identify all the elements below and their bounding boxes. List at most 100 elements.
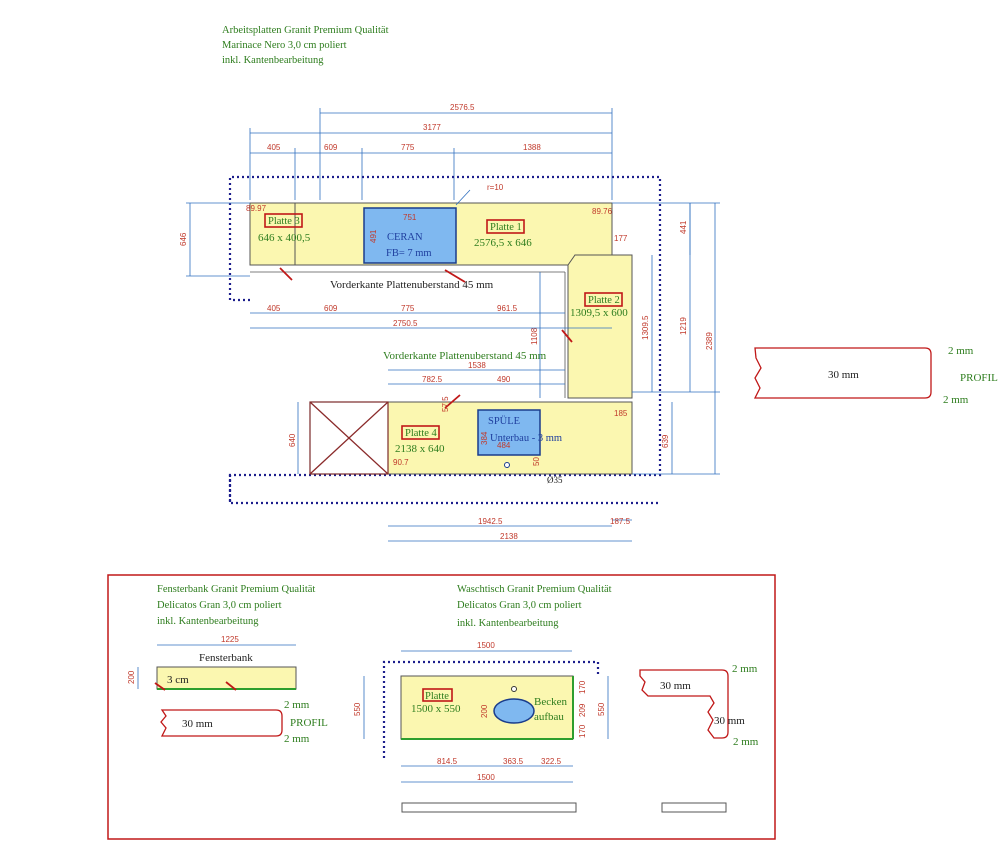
radius-leader xyxy=(455,189,471,206)
angle-89-76: 89.76 xyxy=(592,207,613,216)
waschtisch-dim-550-right: 550 xyxy=(597,702,606,716)
dim-751: 751 xyxy=(403,213,417,222)
waschtisch-dim-200: 200 xyxy=(480,704,489,718)
dim-405: 405 xyxy=(267,143,281,152)
waschtisch-dim-209: 209 xyxy=(578,703,587,717)
right-dimension-lines xyxy=(612,202,720,475)
plate-3-size: 646 x 400,5 xyxy=(258,232,311,244)
angle-89-97: 89.97 xyxy=(246,204,267,213)
fensterbank-profile-label: PROFIL xyxy=(290,717,328,729)
profile-thickness: 30 mm xyxy=(828,369,859,381)
waschtisch-basin-label: Becken xyxy=(534,696,567,708)
ceran-note: FB= 7 mm xyxy=(386,248,432,259)
plate-3-tag-box xyxy=(264,213,303,228)
dim-50: 50 xyxy=(532,457,541,466)
waschtisch-dim-322-5: 322.5 xyxy=(541,757,562,766)
profile-label: PROFIL xyxy=(960,372,998,384)
fensterbank-edge-note: inkl. Kantenbearbeitung xyxy=(157,616,259,627)
ceran-cooktop xyxy=(363,207,457,264)
dim-57-5: 57.5 xyxy=(441,396,450,412)
fensterbank-label: Fensterbank xyxy=(199,652,253,664)
mid-dimension-lines xyxy=(250,312,632,542)
plate-1-size: 2576,5 x 646 xyxy=(474,237,532,249)
waschtisch-title: Waschtisch Granit Premium Qualität xyxy=(457,584,612,595)
waschtisch-dim-814-5: 814.5 xyxy=(437,757,458,766)
tap-hole xyxy=(504,462,510,468)
dim-1942-5: 1942.5 xyxy=(478,517,503,526)
plate-4-tag-box xyxy=(401,425,440,440)
fensterbank-thickness: 3 cm xyxy=(167,674,189,686)
dim-1108: 1108 xyxy=(530,327,539,345)
front-overhang-note-1: Vorderkante Plattenuberstand 45 mm xyxy=(330,279,494,291)
profile-radius-bottom: 2 mm xyxy=(943,394,969,406)
waschtisch-tag: Platte xyxy=(425,691,449,702)
dim-441: 441 xyxy=(679,220,688,234)
dim-490: 490 xyxy=(497,375,511,384)
waschtisch-dim-170-bottom: 170 xyxy=(578,724,587,738)
dim-491: 491 xyxy=(369,229,378,243)
edge-strip-long xyxy=(401,802,577,813)
angle-90-7: 90.7 xyxy=(393,458,409,467)
dim-1538: 1538 xyxy=(468,361,486,370)
dim-187-5: 187.5 xyxy=(610,517,631,526)
fensterbank-mark-mid xyxy=(225,681,237,691)
fensterbank-dim-1225: 1225 xyxy=(221,635,239,644)
dim-961-5: 961.5 xyxy=(497,304,518,313)
waschtisch-dim-170-top: 170 xyxy=(578,680,587,694)
waschtisch-dim-550-left: 550 xyxy=(353,702,362,716)
fensterbank-dim-200: 200 xyxy=(127,670,136,684)
dim-185: 185 xyxy=(614,409,628,418)
waschtisch-dim-363-5: 363.5 xyxy=(503,757,524,766)
dim-775: 775 xyxy=(401,143,415,152)
waschtisch-basin-note: aufbau xyxy=(534,711,564,723)
plate-4-tag: Platte 4 xyxy=(405,428,438,439)
profile-radius-top: 2 mm xyxy=(948,345,974,357)
fensterbank-title: Fensterbank Granit Premium Qualität xyxy=(157,584,315,595)
appliance-cross-b xyxy=(309,401,389,475)
waschtisch-wall-outline xyxy=(382,660,600,758)
plate-2-tag: Platte 2 xyxy=(588,295,620,306)
waschtisch-edge-note: inkl. Kantenbearbeitung xyxy=(457,618,559,629)
plate-4-size: 2138 x 640 xyxy=(395,443,445,455)
header-edge-note: inkl. Kantenbearbeitung xyxy=(222,55,324,66)
dim-2389: 2389 xyxy=(705,332,714,350)
profile-edge-shape xyxy=(753,347,932,399)
dim-384: 384 xyxy=(480,431,489,445)
dim-640: 640 xyxy=(288,433,297,447)
fensterbank-profile-thickness: 30 mm xyxy=(182,718,213,730)
waschtisch-dim-1500-top: 1500 xyxy=(477,641,495,650)
plate-1-tag-box xyxy=(486,219,525,234)
dim-782-5: 782.5 xyxy=(422,375,443,384)
dim-639: 639 xyxy=(661,434,670,448)
dim-1309-5: 1309.5 xyxy=(641,315,650,340)
waschtisch-tag-box xyxy=(422,688,453,702)
waschtisch-size: 1500 x 550 xyxy=(411,703,461,715)
waschtisch-dim-1500-bottom: 1500 xyxy=(477,773,495,782)
waschtisch-basin xyxy=(493,698,535,724)
dim-177: 177 xyxy=(614,234,628,243)
dim-405-lower: 405 xyxy=(267,304,281,313)
sink-note: Unterbau - 3 mm xyxy=(490,433,562,444)
edge-strip-short xyxy=(661,802,727,813)
front-overhang-note-2: Vorderkante Plattenuberstand 45 mm xyxy=(383,350,547,362)
bathroom-frame xyxy=(107,574,776,840)
dim-r10: r=10 xyxy=(487,183,504,192)
plate-2-size: 1309,5 x 600 xyxy=(570,307,628,319)
dim-609: 609 xyxy=(324,143,338,152)
waschtisch-plate xyxy=(400,675,574,740)
wall-outline-upper xyxy=(228,175,662,505)
plate-3-tag: Platte 3 xyxy=(268,216,300,227)
dim-775-lower: 775 xyxy=(401,304,415,313)
dim-3177: 3177 xyxy=(423,123,441,132)
dim-484: 484 xyxy=(497,441,511,450)
dim-1388: 1388 xyxy=(523,143,541,152)
sink-basin xyxy=(477,409,541,456)
header-title: Arbeitsplatten Granit Premium Qualität xyxy=(222,25,389,36)
dim-609-lower: 609 xyxy=(324,304,338,313)
ceran-label: CERAN xyxy=(387,232,423,243)
waschtisch-profile-radius-top: 2 mm xyxy=(732,663,758,675)
fensterbank-profile-shape xyxy=(160,709,283,737)
dim-1219: 1219 xyxy=(679,317,688,335)
plate-2-shape xyxy=(567,254,633,399)
